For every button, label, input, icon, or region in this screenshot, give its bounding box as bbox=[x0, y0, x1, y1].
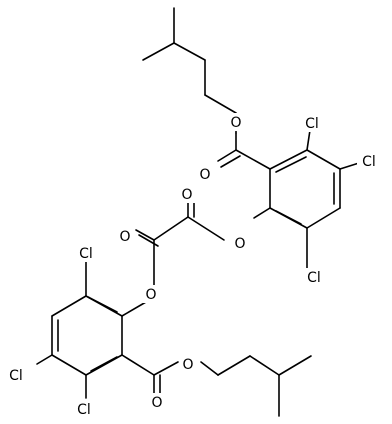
svg-text:O: O bbox=[230, 115, 241, 131]
chlorine-atom: Cl bbox=[301, 114, 323, 132]
oxygen-atom: O bbox=[142, 285, 160, 303]
svg-text:O: O bbox=[234, 236, 245, 252]
bond bbox=[278, 355, 312, 376]
bond bbox=[121, 301, 147, 317]
oxygen-atom: O bbox=[227, 113, 245, 131]
chlorine-atom: Cl bbox=[4, 366, 28, 384]
chlorine-atom: Cl bbox=[357, 152, 381, 170]
bond bbox=[235, 149, 271, 170]
bond bbox=[249, 355, 280, 376]
oxygen-atom: O bbox=[231, 234, 249, 252]
bond bbox=[204, 94, 237, 114]
svg-text:O: O bbox=[199, 167, 210, 183]
bond bbox=[90, 356, 118, 372]
bond bbox=[275, 210, 302, 225]
bond bbox=[51, 295, 87, 317]
bond bbox=[253, 207, 271, 219]
bond bbox=[173, 42, 206, 61]
svg-text:Cl: Cl bbox=[362, 154, 376, 170]
oxygen-atom: O bbox=[196, 165, 214, 183]
bond bbox=[275, 156, 307, 173]
bonds bbox=[36, 7, 360, 417]
bond bbox=[87, 296, 118, 313]
bond bbox=[153, 216, 189, 241]
svg-text:Cl: Cl bbox=[305, 116, 319, 132]
svg-text:Cl: Cl bbox=[79, 246, 93, 262]
bond bbox=[51, 354, 87, 376]
bond bbox=[153, 361, 179, 376]
svg-text:Cl: Cl bbox=[77, 402, 91, 418]
bond bbox=[217, 149, 237, 162]
bond bbox=[138, 234, 159, 247]
svg-text:O: O bbox=[145, 287, 156, 303]
bond bbox=[306, 207, 341, 229]
bond bbox=[121, 354, 155, 376]
svg-text:O: O bbox=[151, 395, 162, 411]
oxygen-atom: O bbox=[116, 227, 134, 245]
bond bbox=[306, 129, 311, 151]
bond bbox=[269, 149, 308, 170]
bond bbox=[306, 149, 341, 170]
bond bbox=[187, 216, 225, 241]
svg-text:Cl: Cl bbox=[9, 368, 23, 384]
chlorine-atom: Cl bbox=[72, 400, 96, 418]
svg-text:O: O bbox=[182, 357, 193, 373]
chlorine-atom: Cl bbox=[74, 244, 98, 262]
bond bbox=[200, 361, 219, 376]
atom-labels: Cl Cl Cl O O O O O bbox=[4, 113, 381, 418]
bond bbox=[339, 162, 360, 170]
bond bbox=[217, 355, 251, 376]
svg-text:O: O bbox=[181, 187, 192, 203]
bond bbox=[220, 155, 241, 168]
oxygen-atom: O bbox=[178, 185, 196, 203]
svg-text:Cl: Cl bbox=[307, 270, 321, 286]
bond bbox=[36, 354, 53, 365]
bond bbox=[142, 42, 175, 61]
svg-text:O: O bbox=[119, 229, 130, 245]
chlorine-atom: Cl bbox=[302, 268, 326, 286]
oxygen-atom: O bbox=[148, 393, 166, 411]
bond bbox=[135, 229, 155, 241]
oxygen-atom: O bbox=[179, 355, 197, 373]
